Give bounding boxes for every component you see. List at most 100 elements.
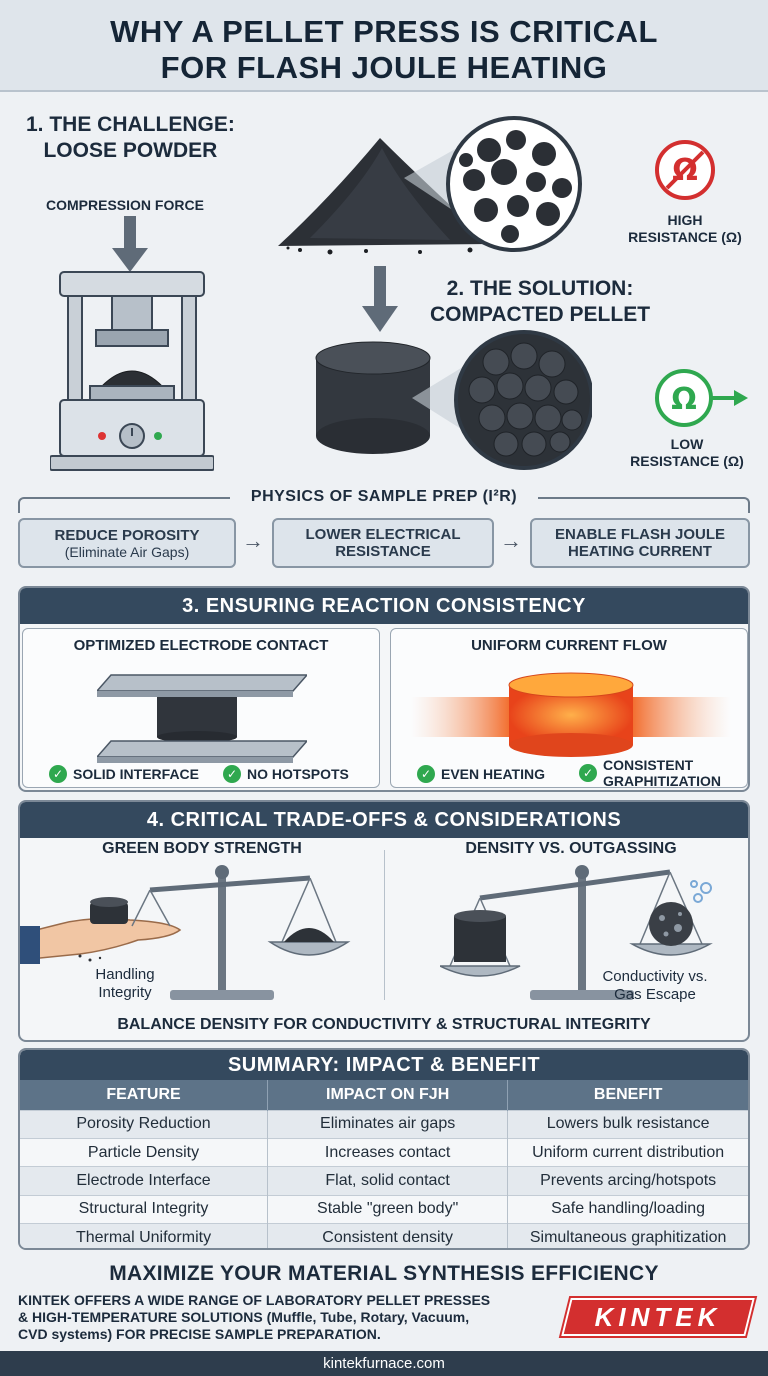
tradeoffs-heading: 4. CRITICAL TRADE-OFFS & CONSIDERATIONS bbox=[20, 802, 748, 838]
uniform-current-title: UNIFORM CURRENT FLOW bbox=[471, 637, 667, 654]
compression-force-label: COMPRESSION FORCE bbox=[46, 197, 204, 213]
compacted-pellet-illustration bbox=[315, 341, 431, 454]
challenge-heading: 1. THE CHALLENGE: LOOSE POWDER bbox=[26, 112, 235, 164]
summary-header-row: FEATURE IMPACT ON FJH BENEFIT bbox=[20, 1080, 748, 1110]
table-cell: Porosity Reduction bbox=[20, 1109, 269, 1139]
handling-caption-line-1: Handling bbox=[95, 966, 155, 983]
handling-integrity-caption: Handling Integrity bbox=[80, 966, 170, 1002]
check-icon: ✓ bbox=[223, 765, 241, 783]
table-row: Structural Integrity Stable "green body"… bbox=[20, 1194, 748, 1224]
physics-title: PHYSICS OF SAMPLE PREP (I²R) bbox=[230, 488, 538, 506]
powder-magnifier-illustration bbox=[404, 116, 582, 252]
table-cell: Eliminates air gaps bbox=[267, 1109, 509, 1139]
conductivity-caption-line-2: Gas Escape bbox=[614, 986, 696, 1003]
check-label: CONSISTENT GRAPHITIZATION bbox=[603, 757, 721, 789]
consistency-panel: 3. ENSURING REACTION CONSISTENCY OPTIMIZ… bbox=[18, 586, 750, 792]
table-cell: Stable "green body" bbox=[267, 1194, 509, 1224]
cta-body: KINTEK OFFERS A WIDE RANGE OF LABORATORY… bbox=[18, 1292, 558, 1343]
check-consistent-graphitization: ✓ CONSISTENT GRAPHITIZATION bbox=[579, 757, 721, 789]
check-label: EVEN HEATING bbox=[441, 766, 545, 782]
physics-step-2-line-2: RESISTANCE bbox=[335, 543, 431, 560]
column-header: BENEFIT bbox=[507, 1080, 748, 1110]
page-title: WHY A PELLET PRESS IS CRITICAL FOR FLASH… bbox=[0, 0, 768, 92]
check-solid-interface: ✓ SOLID INTERFACE bbox=[49, 765, 199, 783]
cta-heading: MAXIMIZE YOUR MATERIAL SYNTHESIS EFFICIE… bbox=[109, 1262, 659, 1285]
summary-table: FEATURE IMPACT ON FJH BENEFIT Porosity R… bbox=[20, 1080, 748, 1248]
check-label-line-2: GRAPHITIZATION bbox=[603, 773, 721, 789]
check-icon: ✓ bbox=[417, 765, 435, 783]
kintek-logo[interactable]: KINTEK bbox=[561, 1298, 755, 1336]
electrode-pellet-illustration bbox=[97, 674, 307, 763]
physics-step-3-line-1: ENABLE FLASH JOULE bbox=[554, 526, 725, 543]
table-cell: Particle Density bbox=[20, 1137, 269, 1167]
check-label: NO HOTSPOTS bbox=[247, 766, 349, 782]
solution-heading: 2. THE SOLUTION: COMPACTED PELLET bbox=[405, 276, 675, 328]
physics-step-1-line-1: REDUCE POROSITY bbox=[54, 526, 200, 544]
physics-step-3-line-2: HEATING CURRENT bbox=[568, 543, 712, 560]
solution-heading-line-2: COMPACTED PELLET bbox=[429, 303, 651, 326]
svg-text:Ω: Ω bbox=[671, 382, 697, 417]
table-cell: Safe handling/loading bbox=[507, 1194, 748, 1224]
summary-heading: SUMMARY: IMPACT & BENEFIT bbox=[20, 1050, 748, 1080]
cta-line-2: & HIGH-TEMPERATURE SOLUTIONS (Muffle, Tu… bbox=[18, 1309, 470, 1325]
compression-arrow-icon bbox=[112, 216, 148, 272]
conductivity-gas-caption: Conductivity vs. Gas Escape bbox=[580, 968, 730, 1004]
loose-powder-pile-illustration bbox=[278, 138, 492, 255]
density-outgassing-scale-illustration bbox=[440, 865, 713, 1000]
table-cell: Prevents arcing/hotspots bbox=[507, 1166, 748, 1196]
arrow-right-icon: → bbox=[500, 528, 522, 553]
physics-step-lower-resistance: LOWER ELECTRICAL RESISTANCE bbox=[272, 518, 494, 568]
table-row: Particle Density Increases contact Unifo… bbox=[20, 1137, 748, 1167]
summary-panel: SUMMARY: IMPACT & BENEFIT FEATURE IMPACT… bbox=[18, 1048, 750, 1250]
column-header: FEATURE bbox=[20, 1080, 269, 1110]
cta-line-3: CVD systems) FOR PRECISE SAMPLE PREPARAT… bbox=[18, 1326, 381, 1342]
physics-step-reduce-porosity: REDUCE POROSITY (Eliminate Air Gaps) bbox=[18, 518, 236, 568]
challenge-heading-line-1: 1. THE CHALLENGE: bbox=[26, 113, 235, 136]
column-header: IMPACT ON FJH bbox=[267, 1080, 509, 1110]
table-cell: Flat, solid contact bbox=[267, 1166, 509, 1196]
high-resistance-label: HIGH RESISTANCE (Ω) bbox=[610, 212, 760, 246]
table-row: Thermal Uniformity Consistent density Si… bbox=[20, 1223, 748, 1248]
table-cell: Electrode Interface bbox=[20, 1166, 269, 1196]
footer-url[interactable]: kintekfurnace.com bbox=[0, 1351, 768, 1376]
check-icon: ✓ bbox=[579, 764, 597, 782]
electrode-contact-title: OPTIMIZED ELECTRODE CONTACT bbox=[73, 637, 329, 654]
green-body-scale-illustration bbox=[20, 865, 351, 1000]
table-cell: Thermal Uniformity bbox=[20, 1223, 269, 1248]
cta-line-1: KINTEK OFFERS A WIDE RANGE OF LABORATORY… bbox=[18, 1292, 491, 1308]
table-cell: Uniform current distribution bbox=[507, 1137, 748, 1167]
check-icon: ✓ bbox=[49, 765, 67, 783]
table-row: Porosity Reduction Eliminates air gaps L… bbox=[20, 1109, 748, 1139]
consistency-heading: 3. ENSURING REACTION CONSISTENCY bbox=[20, 588, 748, 624]
check-label-line-1: CONSISTENT bbox=[603, 757, 694, 773]
tradeoffs-footer: BALANCE DENSITY FOR CONDUCTIVITY & STRUC… bbox=[117, 1016, 651, 1033]
electrode-contact-card: OPTIMIZED ELECTRODE CONTACT ✓ SOLID INTE… bbox=[22, 628, 380, 788]
physics-step-2-line-1: LOWER ELECTRICAL bbox=[305, 526, 461, 543]
ohm-arrow-icon: Ω bbox=[655, 369, 748, 427]
heated-pellet-illustration bbox=[411, 672, 731, 757]
conductivity-caption-line-1: Conductivity vs. bbox=[602, 968, 708, 985]
challenge-heading-line-2: LOOSE POWDER bbox=[43, 139, 218, 162]
check-label: SOLID INTERFACE bbox=[73, 766, 200, 782]
high-resistance-line-1: HIGH bbox=[667, 212, 703, 228]
table-cell: Simultaneous graphitization bbox=[507, 1223, 748, 1248]
no-ohm-icon: Ω bbox=[655, 140, 715, 200]
low-resistance-line-2: RESISTANCE (Ω) bbox=[630, 453, 744, 469]
table-cell: Structural Integrity bbox=[20, 1194, 269, 1224]
table-cell: Lowers bulk resistance bbox=[507, 1109, 748, 1139]
tradeoffs-divider bbox=[384, 850, 385, 1000]
tradeoffs-panel: 4. CRITICAL TRADE-OFFS & CONSIDERATIONS … bbox=[18, 800, 750, 1042]
uniform-current-card: UNIFORM CURRENT FLOW ✓ EVEN HEATING ✓ CO… bbox=[390, 628, 748, 789]
green-body-title: GREEN BODY STRENGTH bbox=[102, 840, 302, 857]
pellet-magnifier-illustration bbox=[412, 330, 592, 470]
physics-step-1-line-2: (Eliminate Air Gaps) bbox=[64, 543, 190, 560]
arrow-right-icon: → bbox=[242, 528, 264, 553]
table-row: Electrode Interface Flat, solid contact … bbox=[20, 1166, 748, 1196]
density-outgassing-title: DENSITY VS. OUTGASSING bbox=[465, 840, 677, 857]
low-resistance-line-1: LOW bbox=[670, 436, 704, 452]
low-resistance-label: LOW RESISTANCE (Ω) bbox=[612, 436, 762, 470]
pellet-press-illustration bbox=[50, 271, 214, 471]
high-resistance-line-2: RESISTANCE (Ω) bbox=[628, 229, 742, 245]
kintek-logo-text: KINTEK bbox=[594, 1302, 722, 1332]
check-no-hotspots: ✓ NO HOTSPOTS bbox=[223, 765, 349, 783]
